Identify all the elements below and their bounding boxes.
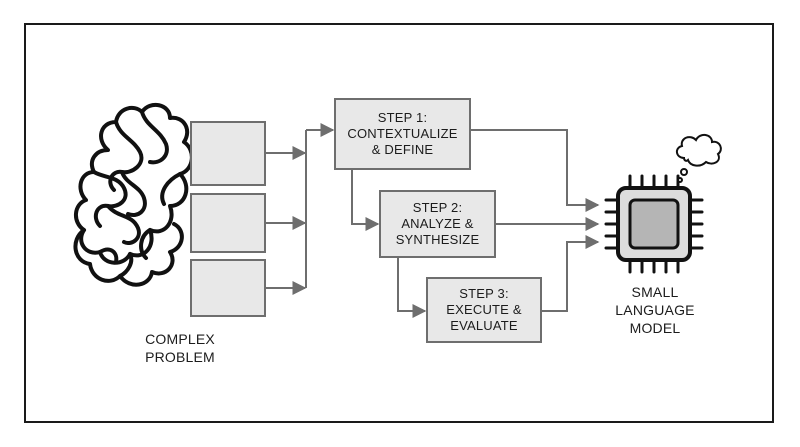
step-3-line-2: EXECUTE &: [446, 302, 522, 317]
problem-label: COMPLEX PROBLEM: [120, 330, 240, 366]
model-label: SMALL LANGUAGE MODEL: [595, 283, 715, 337]
model-label-line-1: SMALL: [631, 284, 679, 300]
brain-icon: [73, 102, 194, 287]
step-1-label: STEP 1: CONTEXTUALIZE & DEFINE: [335, 110, 470, 158]
thought-bubble-icon: [676, 134, 722, 183]
step-3-title: STEP 3:: [459, 286, 509, 301]
arrow-step2-to-step3: [397, 257, 427, 318]
step-2-line-2: ANALYZE &: [401, 216, 474, 231]
problem-label-line-1: COMPLEX: [145, 331, 215, 347]
step-1-title: STEP 1:: [377, 110, 428, 125]
model-label-line-2: LANGUAGE: [615, 302, 695, 318]
input-box-3: [190, 259, 266, 317]
step-3-box: [426, 277, 542, 343]
microchip-icon: [604, 174, 704, 274]
input-box-1: [190, 121, 266, 186]
step-1-box: [334, 98, 471, 170]
step-2-label: STEP 2: ANALYZE & SYNTHESIZE: [380, 200, 495, 248]
model-label-line-3: MODEL: [629, 320, 681, 336]
problem-label-line-2: PROBLEM: [145, 349, 215, 365]
step-3-line-3: EVALUATE: [450, 318, 518, 333]
step-1-line-2: CONTEXTUALIZE: [347, 126, 458, 141]
arrow-step1-to-model: [470, 129, 600, 212]
arrow-step3-to-model: [541, 235, 600, 312]
step-3-label: STEP 3: EXECUTE & EVALUATE: [427, 286, 541, 334]
step-2-title: STEP 2:: [412, 200, 463, 215]
step-2-box: [379, 190, 496, 258]
step-2-line-3: SYNTHESIZE: [395, 232, 480, 247]
input-box-2: [190, 193, 266, 253]
arrow-step1-to-step2: [351, 169, 380, 231]
step-1-line-3: & DEFINE: [371, 142, 434, 157]
